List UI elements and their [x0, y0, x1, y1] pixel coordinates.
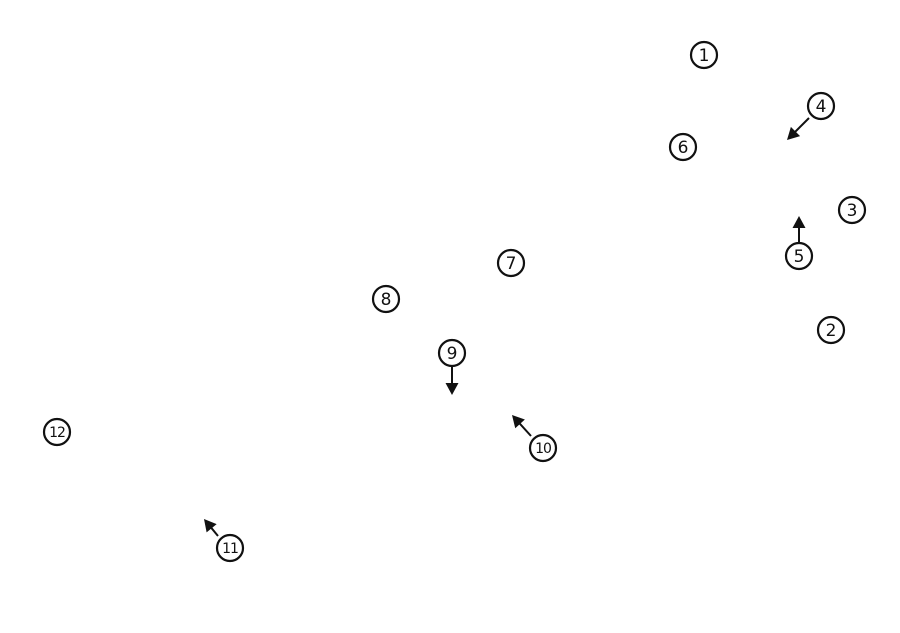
marker-10-arrow-up-left-icon	[512, 415, 525, 429]
marker-1: 1	[689, 40, 719, 70]
marker-6-label: 6	[678, 138, 689, 158]
marker-10-circle	[528, 433, 558, 463]
marker-9-arrow-down-icon	[445, 383, 459, 395]
marker-12: 12	[42, 417, 72, 447]
marker-7: 7	[496, 248, 526, 278]
marker-10-label: 10	[535, 441, 551, 457]
marker-1-label: 1	[699, 46, 710, 66]
marker-7-circle	[496, 248, 526, 278]
marker-11-arrow-up-left-icon	[204, 519, 217, 533]
marker-9-circle	[437, 338, 467, 368]
marker-6: 6	[668, 132, 698, 162]
marker-8-circle	[371, 284, 401, 314]
marker-9: 9	[437, 338, 467, 395]
marker-4: 4	[787, 91, 836, 140]
marker-4-circle	[806, 91, 836, 121]
marker-3-label: 3	[847, 201, 858, 221]
marker-5-circle	[784, 241, 814, 271]
marker-11-label: 11	[222, 541, 238, 557]
marker-3-circle	[837, 195, 867, 225]
marker-3: 3	[837, 195, 867, 225]
marker-4-arrow-down-left-icon	[787, 126, 801, 140]
marker-1-circle	[689, 40, 719, 70]
marker-12-label: 12	[49, 425, 65, 441]
marker-5: 5	[784, 216, 814, 271]
marker-8: 8	[371, 284, 401, 314]
marker-11-circle	[215, 533, 245, 563]
marker-6-circle	[668, 132, 698, 162]
marker-7-label: 7	[506, 254, 517, 274]
marker-8-label: 8	[381, 290, 392, 310]
marker-4-label: 4	[816, 97, 827, 117]
marker-10-arrow-shaft	[517, 421, 532, 437]
marker-9-label: 9	[447, 344, 458, 364]
marker-10: 10	[512, 415, 558, 463]
marker-2-label: 2	[826, 321, 837, 341]
marker-12-circle	[42, 417, 72, 447]
marker-11: 11	[204, 519, 245, 563]
marker-5-label: 5	[794, 247, 805, 267]
marker-2: 2	[816, 315, 846, 345]
marker-4-arrow-shaft	[792, 117, 810, 135]
marker-2-circle	[816, 315, 846, 345]
marker-5-arrow-up-icon	[792, 216, 806, 228]
